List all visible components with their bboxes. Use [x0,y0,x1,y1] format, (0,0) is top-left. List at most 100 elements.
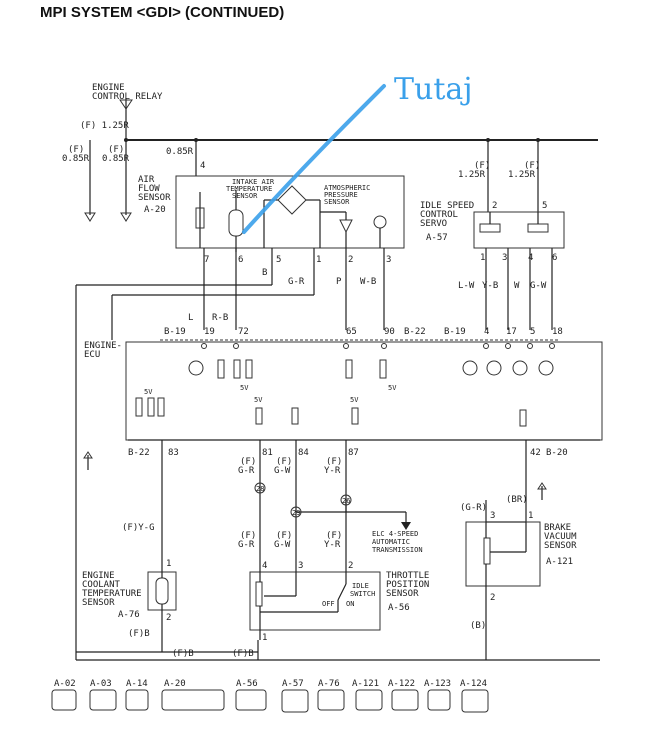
handwritten-note: Tutaj [394,72,473,107]
elc-line-1: ELC 4-SPEED [372,530,418,538]
wire-fgr-lower-1: (F) [240,531,256,541]
wire-fgr-lower-2: G-R [238,540,255,550]
iat-label-3: SENSOR [232,192,258,200]
elc-line-2: AUTOMATIC [372,538,410,546]
wire-f125r: (F) 1.25R [80,121,129,131]
wire-lw: L-W [458,281,475,291]
wire-f085r-a: (F) [68,145,84,155]
conn-a57: A-57 [282,679,304,689]
conn-a76: A-76 [318,679,340,689]
junction-26: 26 [342,497,350,505]
tps-idle-1: IDLE [352,582,369,590]
marker-stroke [242,84,386,234]
atm-label-2: PRESSURE [324,191,358,199]
isc-pin-1: 1 [480,253,485,263]
elc-line-3: TRANSMISSION [372,546,423,554]
ecu-pin-83: 83 [168,448,179,458]
engine-ecu [125,339,603,441]
isc-wire-b2: 1.25R [508,170,536,180]
iat-label-1: INTAKE AIR [232,178,275,186]
wire-fgr-2: G-R [238,466,255,476]
brake-label-3: SENSOR [544,541,577,551]
wire-f085r-b: (F) [108,145,124,155]
afs-label-3: SENSOR [138,193,171,203]
wire-yb: Y-B [482,281,498,291]
idle-speed-control-servo [473,211,565,249]
wire-l: L [188,313,193,323]
connector-faces [51,689,489,713]
afs-pin-6: 6 [238,255,243,265]
atm-label-3: SENSOR [324,198,350,206]
tps-off: OFF [322,600,335,608]
wire-fb-3: (F)B [232,649,254,659]
ecu-5v-4: 5V [254,396,263,404]
tps-pin-4: 4 [262,561,267,571]
isc-pin-2: 2 [492,201,497,211]
brake-pin-2: 2 [490,593,495,603]
brake-connector: A-121 [546,557,573,567]
wire-br-paren: (BR) [506,495,528,505]
conn-a124: A-124 [460,679,487,689]
tps-pin-2: 2 [348,561,353,571]
isc-pin-5: 5 [542,201,547,211]
wire-rb: R-B [212,313,228,323]
wire-f085r-a2: 0.85R [62,154,90,164]
isc-pin-4: 4 [528,253,533,263]
brake-label-2: VACUUM [544,532,577,542]
iat-label-2: TEMPERATURE [226,185,272,193]
wire-fgw-2: G-W [274,466,291,476]
wire-fyg: (F)Y-G [122,523,155,533]
tps-idle-2: SWITCH [350,590,375,598]
ecu-5v-3: 5V [144,388,153,396]
isc-wire-a1: (F) [474,161,490,171]
wire-fyr-lower-2: Y-R [324,540,341,550]
isc-pin-3: 3 [502,253,507,263]
tps-label-1: THROTTLE [386,571,429,581]
wire-fyr-lower-1: (F) [326,531,342,541]
ecu-5v-1: 5V [240,384,249,392]
afs-pin-5: 5 [276,255,281,265]
coolant-label-3: TEMPERATURE [82,589,142,599]
coolant-temperature-sensor [76,560,258,653]
afs-pin-3: 3 [386,255,391,265]
wire-fyr-1: (F) [326,457,342,467]
ecu-conn-b22b: B-22 [128,448,150,458]
tps-connector: A-56 [388,603,410,613]
isc-wire-a2: 1.25R [458,170,486,180]
power-bus [84,98,598,222]
junction-28: 28 [256,485,264,493]
page-title: MPI SYSTEM <GDI> (CONTINUED) [40,4,285,21]
ecu-pin-65: 65 [346,327,357,337]
ecu-5v-2: 5V [388,384,397,392]
afs-pin-2: 2 [348,255,353,265]
ecu-conn-b19b: B-19 [444,327,466,337]
brake-label-1: BRAKE [544,523,571,533]
wire-fyr-2: Y-R [324,466,341,476]
wire-fgw-lower-2: G-W [274,540,291,550]
brake-pin-3: 3 [490,511,495,521]
coolant-label-1: ENGINE [82,571,115,581]
relay-label-line1: ENGINE [92,83,125,93]
wire-fgw-lower-1: (F) [276,531,292,541]
isc-label-2: CONTROL [420,210,458,220]
ecu-conn-b22: B-22 [404,327,426,337]
ecu-pin-72: 72 [238,327,249,337]
wire-fb-1: (F)B [128,629,150,639]
ecu-pin-4: 4 [484,327,489,337]
ecu-pin-81: 81 [262,448,273,458]
wire-b-paren: (B) [470,621,486,631]
ecu-bottom-wires [83,440,547,560]
ecu-conn-b19: B-19 [164,327,186,337]
isc-wire-b1: (F) [524,161,540,171]
isc-connector: A-57 [426,233,448,243]
afs-label-2: FLOW [138,184,160,194]
ecu-pin-17: 17 [506,327,517,337]
tps-pin-3: 3 [298,561,303,571]
atm-label-1: ATMOSPHERIC [324,184,370,192]
wire-b: B [262,268,267,278]
ecu-pin-84: 84 [298,448,309,458]
isc-label-3: SERVO [420,219,447,229]
afs-label-1: AIR [138,175,155,185]
wire-gw: G-W [530,281,547,291]
wire-fgw-1: (F) [276,457,292,467]
